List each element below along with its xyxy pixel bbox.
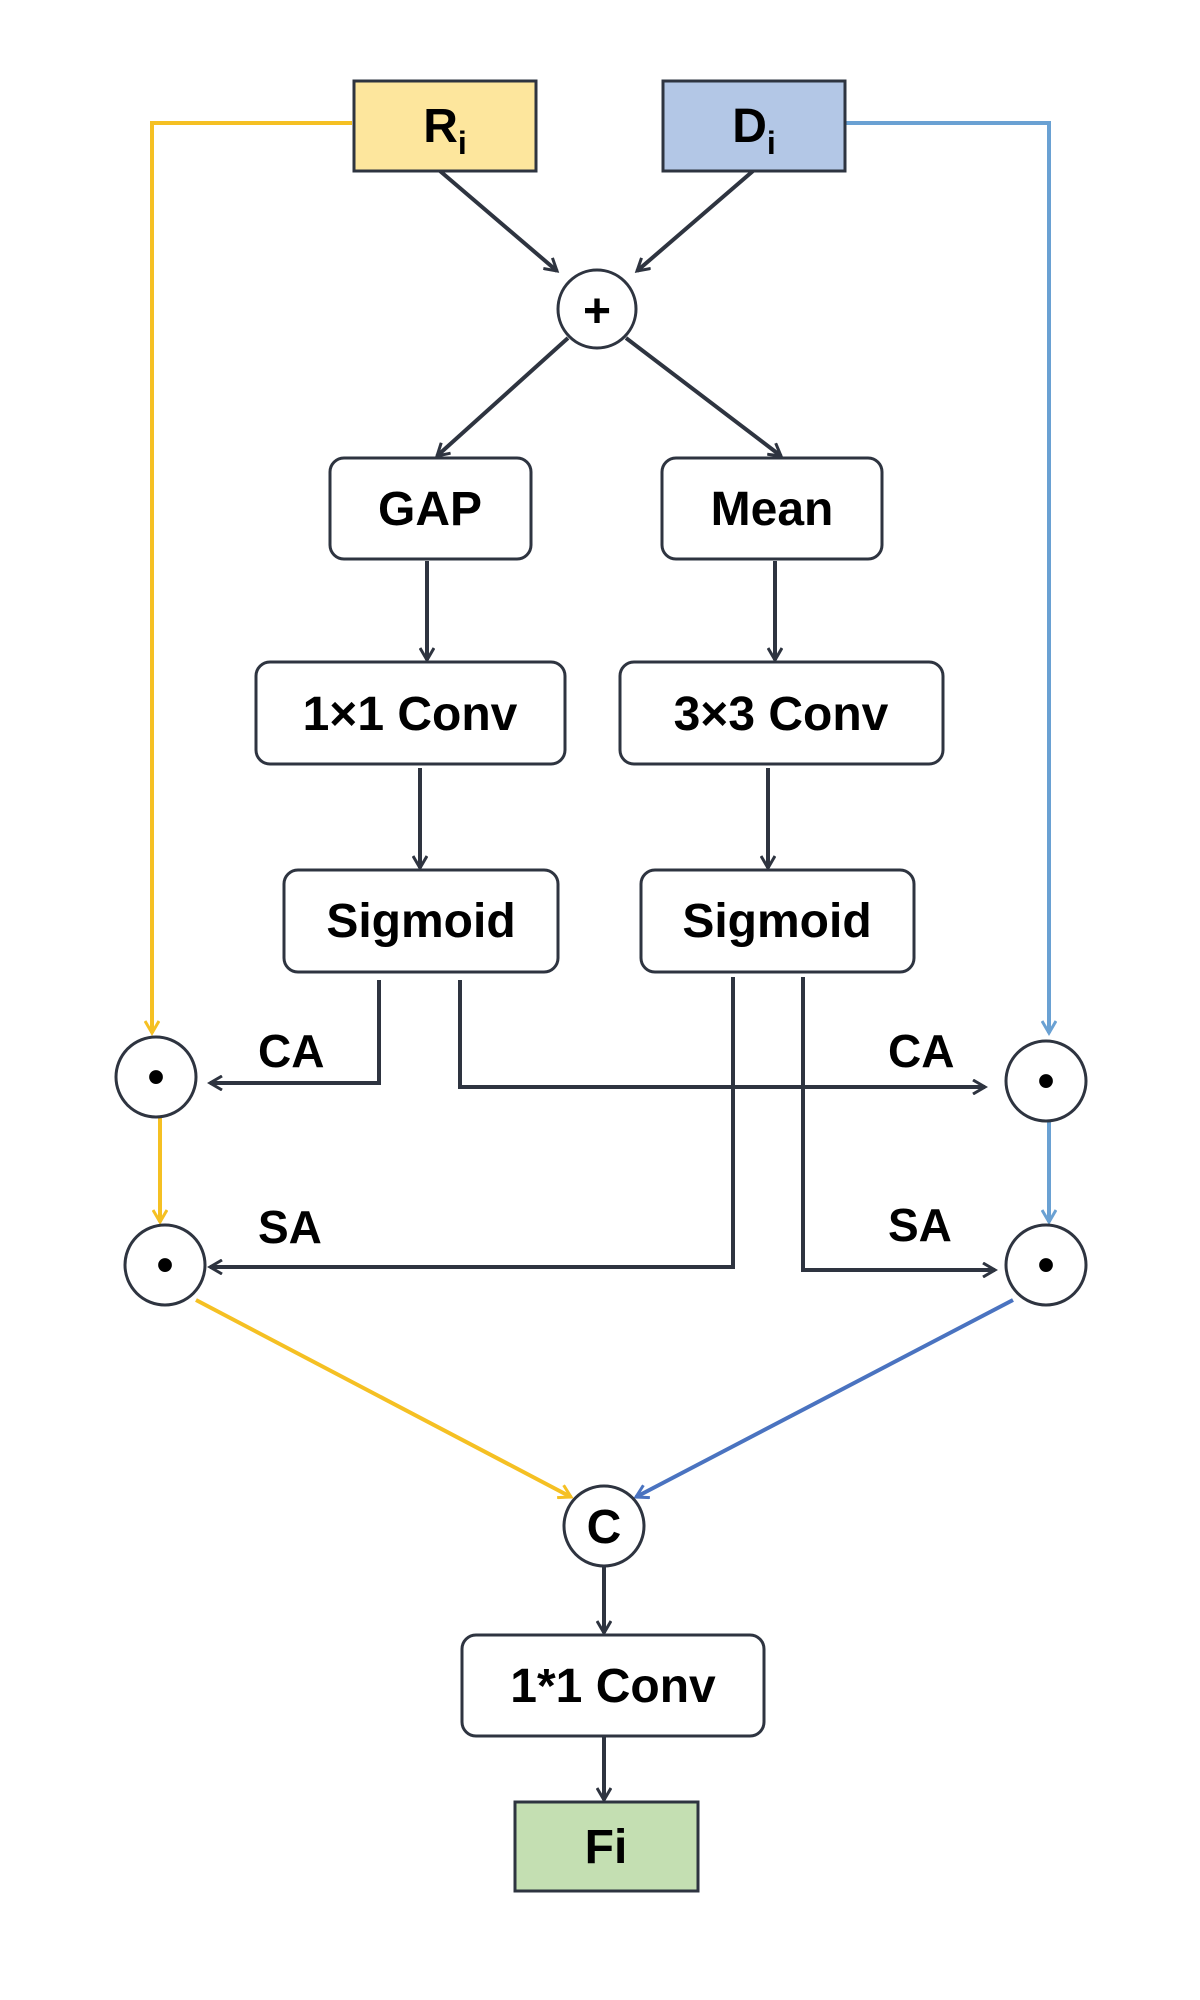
add-to-mean-arrow (624, 336, 781, 456)
depth-ca-multiply-node: • (1004, 1039, 1088, 1123)
conv-3x3-label: 3×3 Conv (674, 688, 889, 741)
fusion-conv-node: 1*1 Conv (460, 1633, 766, 1738)
depth-skip-connection (842, 121, 1049, 1033)
depth-input-node: Di (661, 79, 847, 173)
depth-to-add-arrow (637, 169, 755, 271)
add-node: + (556, 268, 638, 350)
output-label: Fi (585, 1821, 628, 1874)
mean-label: Mean (711, 483, 834, 536)
depth-input-subscript: i (767, 125, 776, 161)
sigmoid-channel-label: Sigmoid (326, 895, 515, 948)
rgb-to-add-arrow (438, 169, 557, 271)
conv-1x1-node: 1×1 Conv (254, 660, 567, 766)
rgb-ca-multiply-node: • (114, 1035, 198, 1119)
depth-sa-multiply-node: • (1004, 1223, 1088, 1307)
rgb-input-subscript: i (458, 125, 467, 161)
gap-label: GAP (378, 483, 482, 536)
gap-node: GAP (328, 456, 533, 561)
multiply-symbol: • (1038, 1239, 1055, 1292)
add-to-gap-arrow (437, 336, 570, 456)
mean-node: Mean (660, 456, 884, 561)
multiply-symbol: • (1038, 1055, 1055, 1108)
multiply-symbol: • (157, 1239, 174, 1292)
svg-text:Ri: Ri (423, 100, 467, 161)
sa-left-arrow (210, 977, 735, 1267)
depth-to-concat-arrow (636, 1298, 1014, 1497)
sigmoid-channel-node: Sigmoid (282, 868, 560, 974)
ca-left-arrow (210, 980, 381, 1083)
rgb-input-label: R (423, 100, 458, 153)
sa-left-label: SA (258, 1201, 322, 1253)
depth-input-label: D (732, 100, 767, 153)
svg-text:Di: Di (732, 100, 776, 161)
add-symbol: + (583, 285, 611, 338)
conv-1x1-label: 1×1 Conv (303, 688, 518, 741)
rgb-skip-connection (152, 121, 352, 1033)
rgb-sa-multiply-node: • (123, 1223, 207, 1307)
ca-right-arrow (458, 980, 985, 1087)
concat-symbol: C (587, 1501, 622, 1554)
rgb-to-concat-arrow (195, 1298, 571, 1497)
rgb-input-node: Ri (352, 79, 538, 173)
ca-left-label: CA (258, 1025, 324, 1077)
fusion-conv-label: 1*1 Conv (510, 1660, 716, 1713)
sigmoid-spatial-node: Sigmoid (639, 868, 916, 974)
sa-right-arrow (801, 977, 995, 1270)
conv-3x3-node: 3×3 Conv (618, 660, 945, 766)
output-node: Fi (513, 1800, 700, 1893)
ca-right-label: CA (888, 1025, 954, 1077)
sigmoid-spatial-label: Sigmoid (682, 895, 871, 948)
multiply-symbol: • (148, 1051, 165, 1104)
sa-right-label: SA (888, 1199, 952, 1251)
concat-node: C (562, 1484, 646, 1568)
